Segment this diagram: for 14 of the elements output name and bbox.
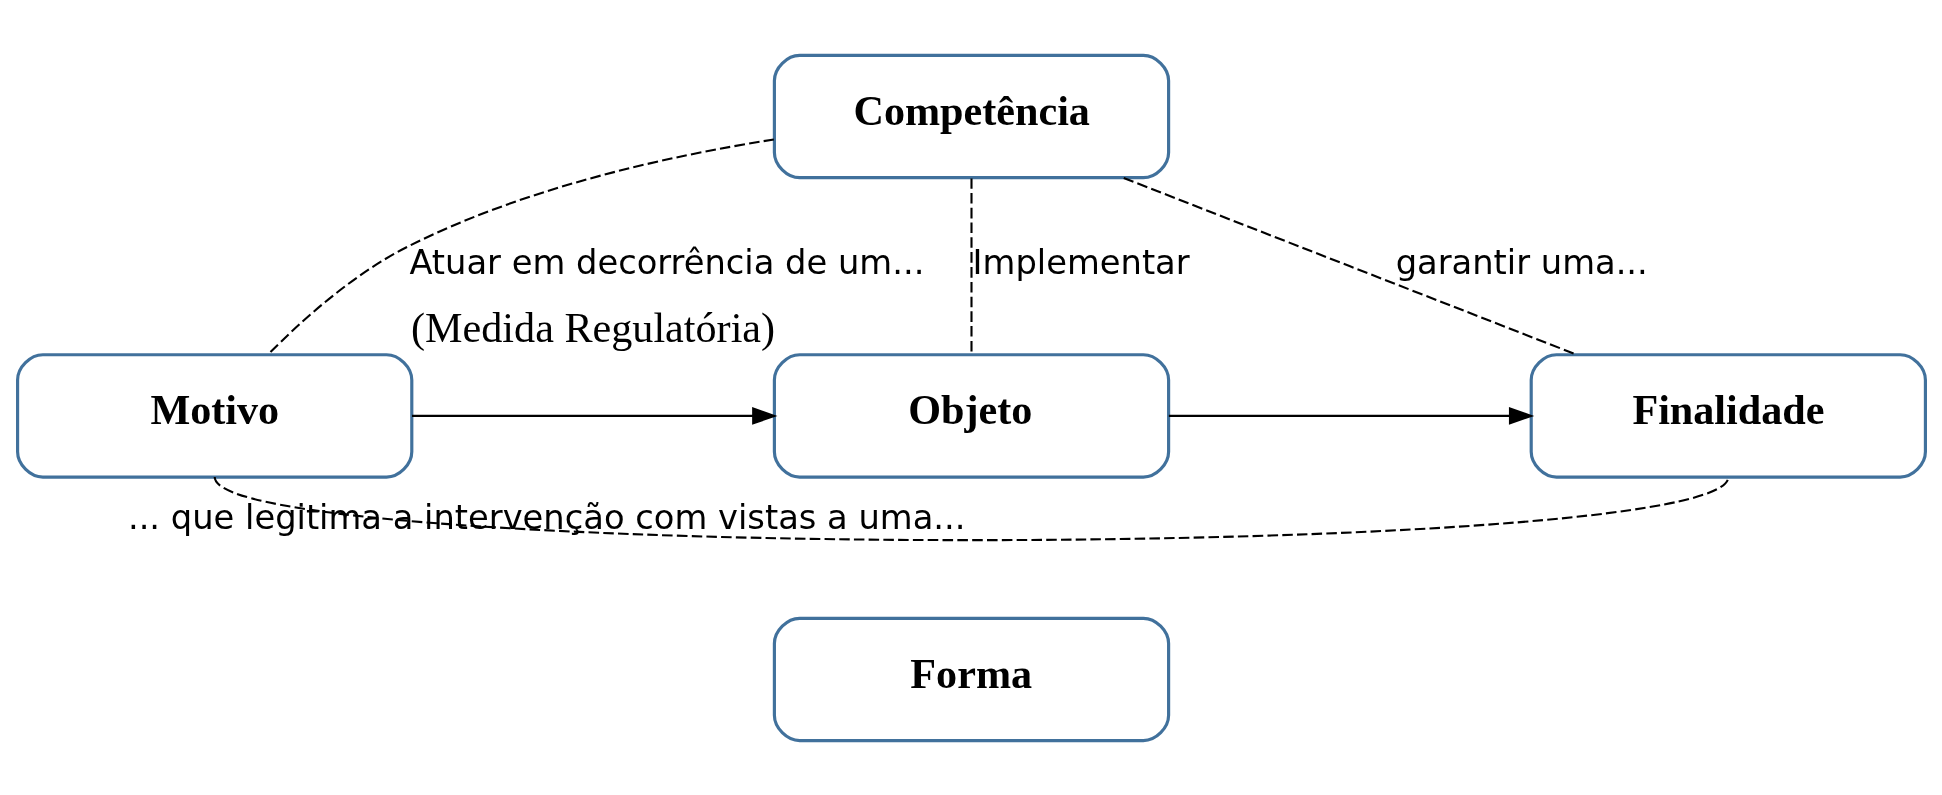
edge-label: garantir uma... [1395, 242, 1648, 282]
edge-label: Implementar [972, 242, 1190, 282]
node-label: (Medida Regulatória) [410, 303, 775, 351]
connector [1122, 176, 1577, 355]
arrow [411, 406, 777, 425]
node-box: Motivo [15, 352, 413, 479]
node-box: Finalidade [1529, 352, 1927, 479]
node-box: Forma [772, 616, 1170, 742]
connector [969, 177, 973, 354]
arrow [1168, 406, 1534, 425]
node-box: Competência [772, 53, 1170, 179]
node-box: Objeto [772, 352, 1170, 479]
connector [213, 475, 1729, 541]
edge-label: Atuar em decorrência de um... [408, 242, 924, 282]
